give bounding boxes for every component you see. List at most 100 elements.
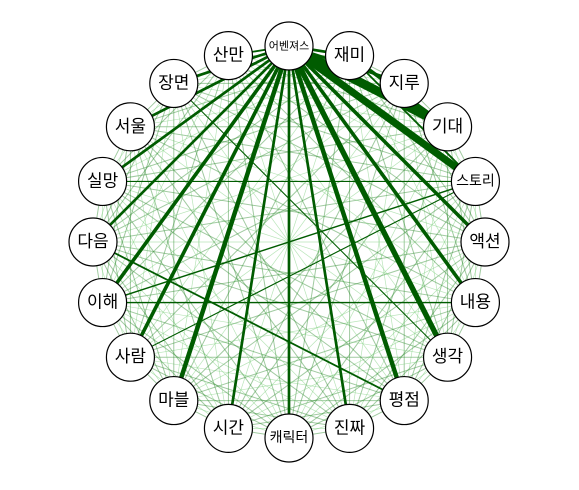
node-label: 진짜 xyxy=(334,418,366,438)
edge-faint-기대-마블 xyxy=(173,126,448,401)
edge-faint-진짜-장면 xyxy=(173,83,351,429)
edge-재미-스토리 xyxy=(348,54,477,183)
edge-faint-액션-실망 xyxy=(102,180,486,243)
edge-faint-진짜-마블 xyxy=(173,400,350,429)
node-circle xyxy=(77,156,128,207)
node-내용: 내용 xyxy=(450,277,501,328)
edge-faint-액션-캐릭터 xyxy=(288,241,486,439)
node-스토리: 스토리 xyxy=(450,156,501,207)
edge-faint-재미-캐릭터 xyxy=(288,55,351,439)
edge-faint-생각-마블 xyxy=(173,356,448,401)
node-label: 액션 xyxy=(469,232,500,252)
edge-어벤져스-진짜 xyxy=(287,44,351,430)
node-circle xyxy=(105,102,156,152)
edge-어벤져스-스토리 xyxy=(285,42,480,186)
edge-다음-평점 xyxy=(92,241,406,402)
node-기대: 기대 xyxy=(422,102,473,152)
edge-faint-지루-서울 xyxy=(130,83,405,128)
edge-어벤져스-액션 xyxy=(287,44,487,244)
node-label: 마블 xyxy=(158,391,189,411)
edge-faint-스토리-생각 xyxy=(447,181,476,358)
edge-faint-이해-산만 xyxy=(102,55,229,303)
node-다음: 다음 xyxy=(68,217,118,267)
edge-faint-진짜-서울 xyxy=(130,126,350,429)
node-산만: 산만 xyxy=(203,30,254,81)
edge-사람-스토리 xyxy=(129,180,476,358)
node-이해: 이해 xyxy=(77,277,128,328)
node-circle xyxy=(264,21,314,71)
edge-faint-시간-다음 xyxy=(92,241,229,429)
node-circle xyxy=(324,30,375,81)
node-진짜: 진짜 xyxy=(324,403,375,454)
node-평점: 평점 xyxy=(379,375,429,426)
edge-faint-스토리-서울 xyxy=(130,126,476,182)
edge-faint-기대-장면 xyxy=(173,83,448,128)
node-재미: 재미 xyxy=(324,30,375,81)
edge-faint-평점-산만 xyxy=(227,55,405,401)
edge-faint-스토리-시간 xyxy=(228,181,476,429)
edge-faint-다음-산만 xyxy=(92,55,229,243)
weighted-edges xyxy=(91,41,487,440)
edge-faint-기대-산만 xyxy=(228,55,448,128)
edge-faint-생각-실망 xyxy=(102,180,448,358)
edge-faint-사람-실망 xyxy=(102,181,131,358)
node-지루: 지루 xyxy=(379,58,429,109)
edge-faint-마블-산만 xyxy=(173,55,229,401)
edge-어벤져스-생각 xyxy=(286,43,451,360)
node-circle xyxy=(379,58,429,109)
node-어벤져스: 어벤져스 xyxy=(264,21,314,71)
edge-faint-지루-시간 xyxy=(227,83,405,429)
node-label: 장면 xyxy=(158,73,189,93)
edge-faint-이해-서울 xyxy=(102,126,131,303)
node-액션: 액션 xyxy=(460,217,510,267)
edge-faint-액션-이해 xyxy=(102,241,486,304)
node-circle xyxy=(450,156,501,207)
edge-장면-생각 xyxy=(173,82,449,358)
node-label: 기대 xyxy=(432,117,463,137)
edge-faint-재미-내용 xyxy=(349,55,476,303)
edge-어벤져스-다음 xyxy=(91,44,291,244)
edge-faint-진짜-이해 xyxy=(102,302,350,429)
node-circle xyxy=(379,375,429,426)
node-circle xyxy=(149,58,199,109)
edge-faint-생각-다음 xyxy=(92,241,448,358)
node-label: 재미 xyxy=(334,46,365,66)
edge-faint-진짜-다음 xyxy=(92,241,350,429)
node-circle xyxy=(203,30,254,81)
node-label: 어벤져스 xyxy=(269,40,309,53)
edge-faint-평점-시간 xyxy=(228,400,405,429)
edge-faint-지루-진짜 xyxy=(349,83,405,429)
edge-faint-캐릭터-산만 xyxy=(227,55,290,439)
edge-faint-캐릭터-실망 xyxy=(102,181,290,439)
edge-faint-평점-사람 xyxy=(130,356,405,401)
node-캐릭터: 캐릭터 xyxy=(264,413,314,463)
edge-faint-진짜-사람 xyxy=(130,356,350,429)
edge-faint-기대-실망 xyxy=(102,126,448,182)
edge-faint-재미-평점 xyxy=(349,55,405,401)
node-label: 실망 xyxy=(87,171,119,191)
edge-faint-시간-장면 xyxy=(173,83,229,429)
node-label: 평점 xyxy=(389,391,420,411)
edge-faint-스토리-산만 xyxy=(228,55,476,182)
node-label: 시간 xyxy=(213,418,245,438)
node-circle xyxy=(264,413,314,463)
edge-faint-생각-이해 xyxy=(102,302,448,358)
node-마블: 마블 xyxy=(149,375,199,426)
edge-faint-생각-산만 xyxy=(228,55,448,358)
edge-faint-마블-다음 xyxy=(92,241,175,401)
edge-faint-지루-생각 xyxy=(403,83,448,358)
edge-faint-재미-이해 xyxy=(102,55,350,303)
edge-faint-다음-장면 xyxy=(92,83,175,243)
edge-faint-내용-산만 xyxy=(228,55,476,303)
node-circle xyxy=(324,403,375,454)
node-실망: 실망 xyxy=(77,156,128,207)
edge-어벤져스-사람 xyxy=(128,44,291,360)
edge-이해-스토리 xyxy=(101,180,477,304)
edge-faint-내용-시간 xyxy=(228,302,476,429)
edge-faint-재미-실망 xyxy=(102,55,350,182)
node-circle xyxy=(149,375,199,426)
edge-faint-내용-사람 xyxy=(130,302,476,358)
node-circle xyxy=(450,277,501,328)
edge-faint-사람-산만 xyxy=(129,55,229,358)
